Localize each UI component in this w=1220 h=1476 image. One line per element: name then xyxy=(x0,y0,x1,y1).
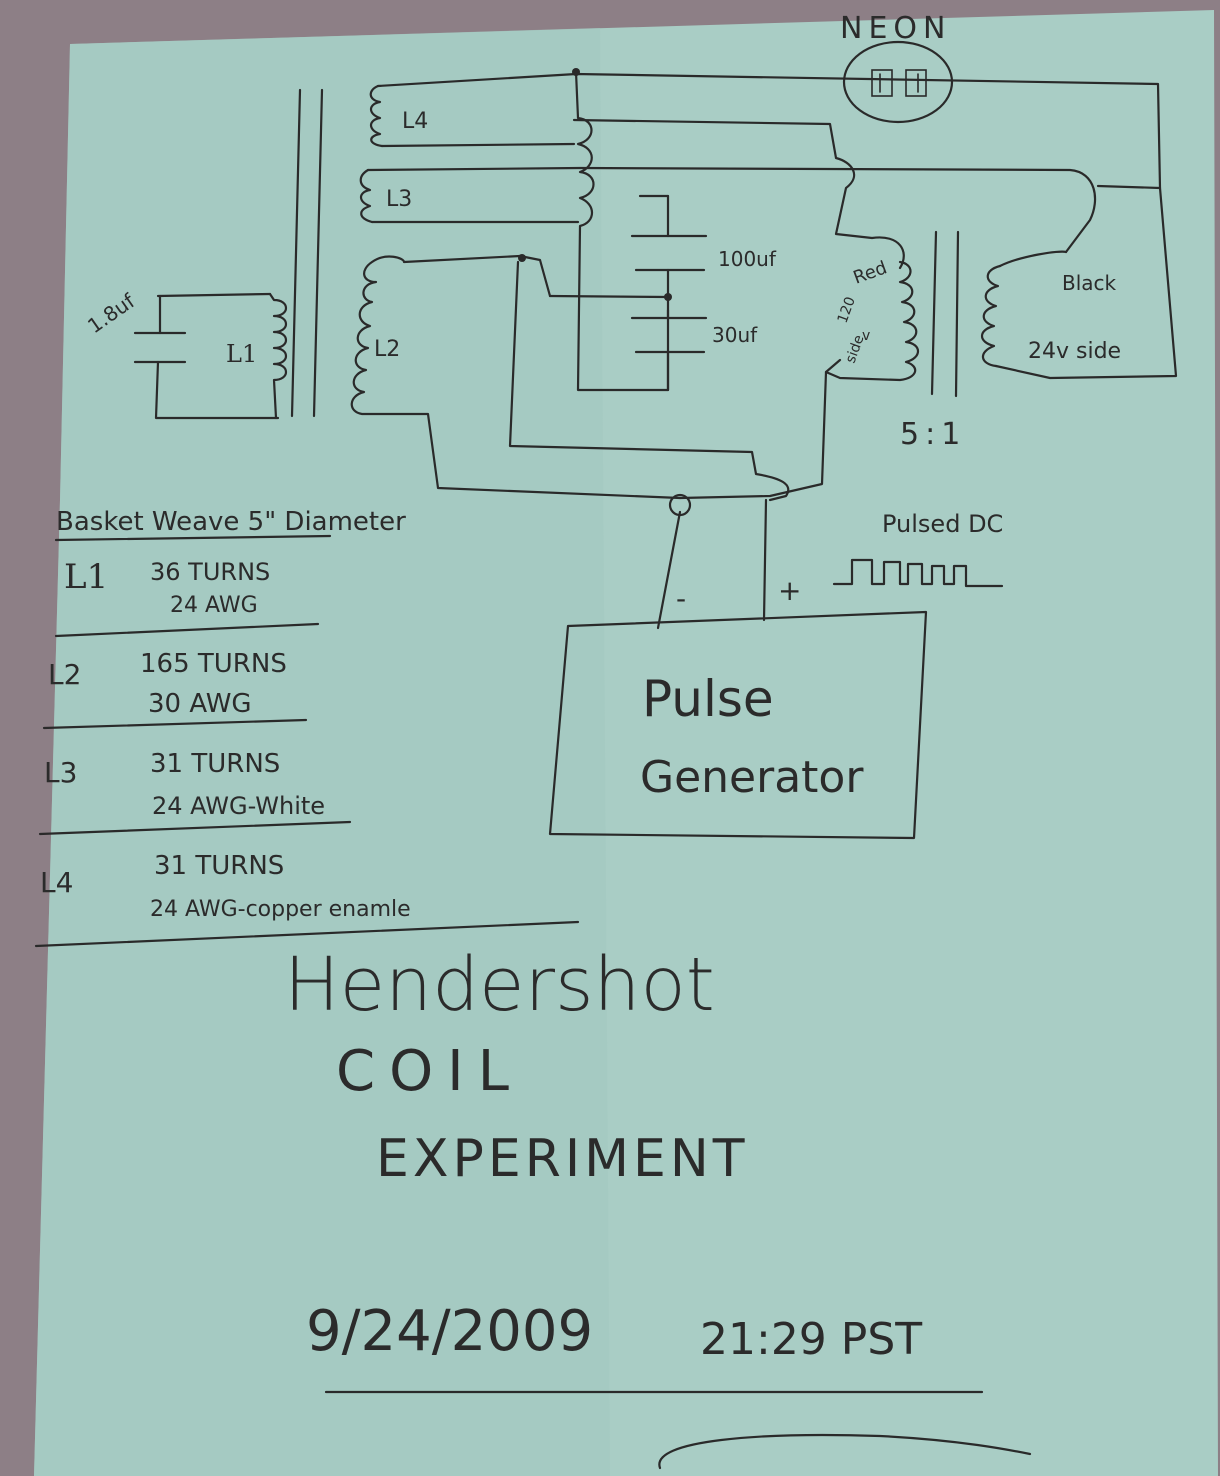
notes-l1-turns: 36 TURNS xyxy=(150,558,270,586)
negative-sign: - xyxy=(676,582,686,615)
capacitor-top-value: 100uf xyxy=(718,247,777,271)
l2-coil xyxy=(350,254,682,500)
l4-label: L4 xyxy=(402,109,428,134)
secondary-side-label: 24v side xyxy=(1028,339,1121,364)
notes-l4-wire: 24 AWG-copper enamle xyxy=(150,897,411,922)
notes-heading: Basket Weave 5" Diameter xyxy=(56,507,406,537)
notes-l4-turns: 31 TURNS xyxy=(154,851,284,881)
l2-label: L2 xyxy=(374,337,400,362)
primary-side-line2: v xyxy=(862,328,870,344)
positive-sign: + xyxy=(778,574,801,607)
pulsed-dc-waveform xyxy=(832,558,1004,588)
core-line xyxy=(954,230,960,398)
notes-l3-wire: 24 AWG-White xyxy=(152,792,325,820)
l1-coil xyxy=(268,292,288,420)
core-line xyxy=(312,88,324,418)
notes-l1-coil: L1 xyxy=(64,557,108,597)
neon-label: NEON xyxy=(840,11,951,46)
notes-l2-turns: 165 TURNS xyxy=(140,649,287,679)
l1-tank-circuit xyxy=(133,292,288,420)
transformer xyxy=(824,186,1178,398)
notes-l1-wire: 24 AWG xyxy=(170,593,258,618)
l1-label: L1 xyxy=(226,340,257,368)
transformer-secondary xyxy=(980,264,1002,368)
l3-label: L3 xyxy=(386,187,412,212)
notes-l3-coil: L3 xyxy=(44,756,77,789)
title-line2: COIL xyxy=(336,1039,523,1104)
title-time: 21:29 PST xyxy=(700,1314,922,1365)
title-date: 9/24/2009 xyxy=(306,1299,593,1364)
title-line1: Hendershot xyxy=(284,942,715,1028)
title-line3: EXPERIMENT xyxy=(376,1129,749,1189)
l4-coil xyxy=(369,84,384,148)
l3-coil xyxy=(359,168,374,224)
notes-l3-turns: 31 TURNS xyxy=(150,749,280,779)
positive-lead xyxy=(762,498,768,622)
center-bus xyxy=(574,70,670,392)
transformer-ratio: 5:1 xyxy=(900,417,966,452)
notes-l4-coil: L4 xyxy=(40,866,73,899)
capacitor-bottom-value: 30uf xyxy=(712,323,758,347)
notes-l2-coil: L2 xyxy=(48,658,81,691)
capacitor-stack xyxy=(548,194,708,392)
notes-l2-wire: 30 AWG xyxy=(148,689,252,719)
generator-line2: Generator xyxy=(640,752,864,803)
notes-divider xyxy=(38,820,352,836)
notes-divider xyxy=(54,622,320,638)
notes-heading-underline xyxy=(54,534,332,542)
core-line xyxy=(290,88,302,418)
negative-lead xyxy=(656,510,682,630)
neon-bulb xyxy=(842,40,954,124)
core-line xyxy=(930,230,938,396)
pulsed-dc-label: Pulsed DC xyxy=(882,510,1003,538)
pulse-generator-box xyxy=(548,610,928,840)
generator-line1: Pulse xyxy=(642,670,774,728)
black-label: Black xyxy=(1062,271,1117,295)
paper-fold-shade xyxy=(34,28,610,1476)
notes-divider xyxy=(42,718,308,730)
notes-divider xyxy=(34,920,580,948)
bottom-swoosh xyxy=(658,1433,1032,1470)
transformer-primary xyxy=(824,260,920,382)
